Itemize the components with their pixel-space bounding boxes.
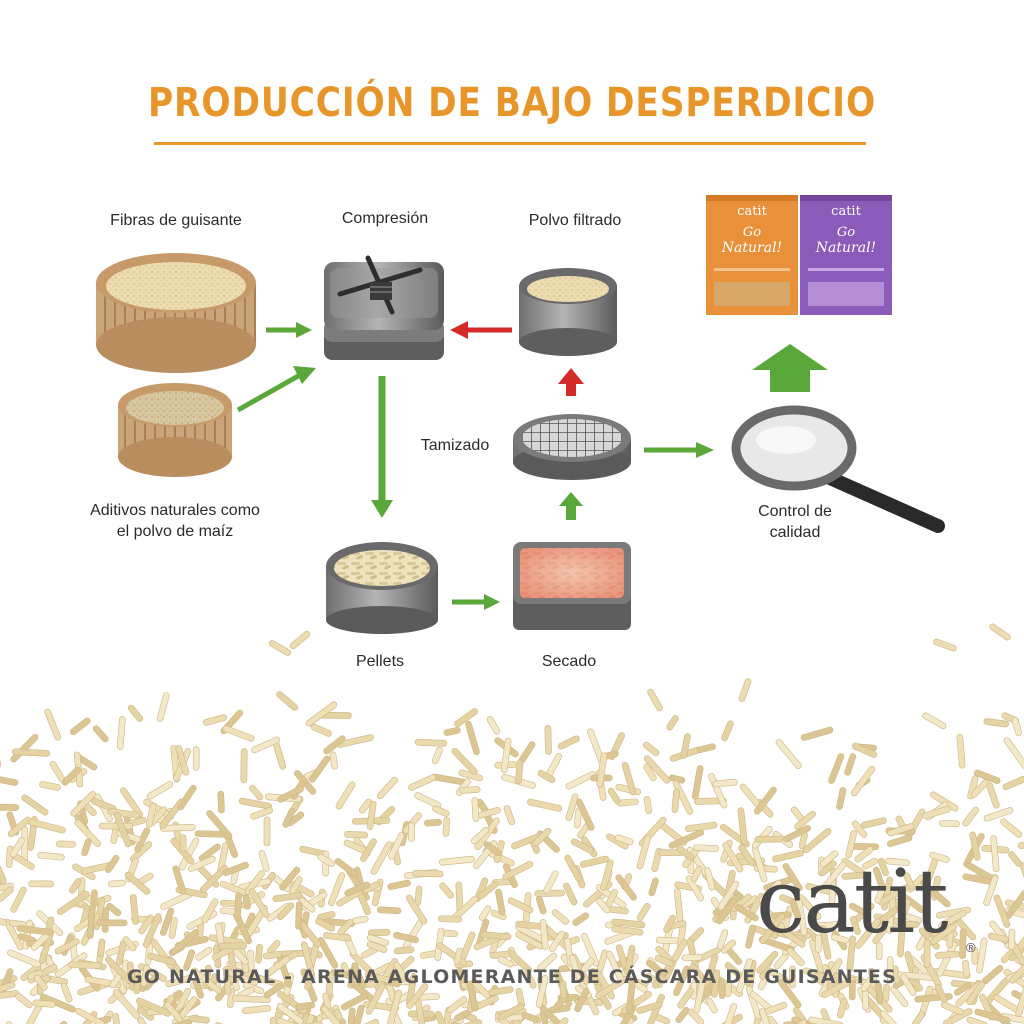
registered-mark: ®: [966, 940, 976, 955]
additives-bowl: [118, 383, 232, 477]
arrow-press-to-pellets: [371, 376, 393, 518]
litter-pellet: [289, 630, 311, 650]
footer-product-name: GO NATURAL - ARENA AGLOMERANTE DE CÁSCAR…: [127, 966, 897, 988]
arrow-sieve-to-powder: [558, 368, 584, 396]
title-underline: [154, 142, 866, 145]
arrow-additives-to-press: [236, 366, 316, 413]
litter-pellet: [738, 678, 752, 702]
label-polvo-filtrado: Polvo filtrado: [528, 212, 622, 229]
box-line2-purple: Natural!: [815, 240, 876, 256]
catit-logo: catit: [756, 850, 949, 953]
arrow-sieve-to-control: [644, 442, 714, 458]
label-pellets: Pellets: [355, 653, 405, 670]
drying-tray: [513, 542, 631, 630]
compression-press: [324, 255, 444, 360]
arrow-control-to-product: [752, 344, 828, 392]
label-aditivos-line1: Aditivos naturales como: [90, 502, 260, 519]
arrow-drying-to-sieve: [559, 492, 583, 520]
label-aditivos-line2: el polvo de maíz: [116, 523, 234, 540]
litter-pellet: [989, 623, 1011, 641]
product-box-purple: catit Go Natural!: [800, 195, 892, 315]
box-line1-orange: Go: [743, 225, 761, 240]
pellets-bowl: [326, 542, 438, 634]
box-brand-purple: catit: [831, 204, 861, 219]
label-secado: Secado: [541, 653, 597, 670]
product-box-orange: catit Go Natural!: [706, 195, 798, 315]
label-fibras: Fibras de guisante: [110, 212, 242, 229]
label-tamizado: Tamizado: [420, 437, 490, 454]
label-control-line2: calidad: [769, 524, 821, 541]
box-line2-orange: Natural!: [721, 240, 782, 256]
sieve: [513, 414, 631, 480]
page-title: PRODUCCIÓN DE BAJO DESPERDICIO: [147, 80, 877, 126]
arrow-powder-to-press: [450, 321, 512, 339]
filtered-powder-cup: [519, 268, 617, 356]
litter-pellet: [933, 638, 957, 652]
label-control-line1: Control de: [758, 503, 832, 520]
pea-fiber-bowl: [96, 253, 256, 373]
arrow-fibers-to-press: [266, 322, 312, 338]
arrow-pellets-to-drying: [452, 594, 500, 610]
litter-pellet: [268, 640, 292, 656]
box-line1-purple: Go: [837, 225, 855, 240]
label-compresion: Compresión: [341, 210, 429, 227]
magnifier-icon: [731, 405, 945, 533]
box-brand-orange: catit: [737, 204, 767, 219]
